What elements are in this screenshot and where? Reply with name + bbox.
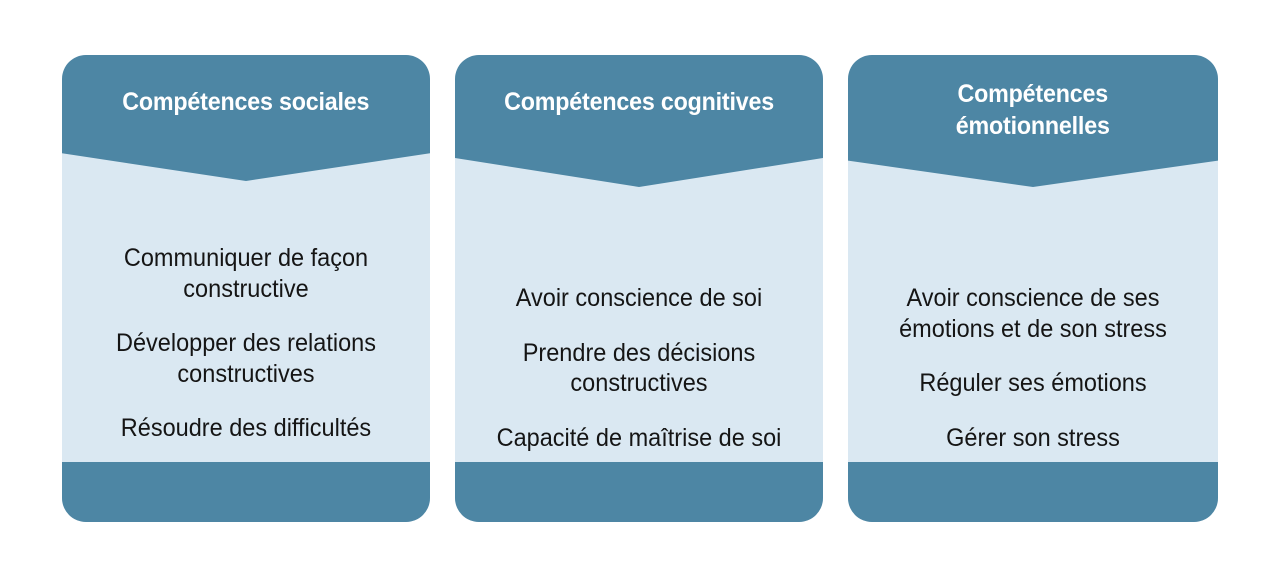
card-competences-sociales: Compétences sociales Communiquer de faço… (62, 55, 430, 522)
card-header-competences-sociales: Compétences sociales (62, 55, 430, 181)
list-item: Résoudre des difficultés (120, 414, 372, 442)
card-footer-competences-cognitives (455, 462, 823, 522)
list-item: Réguler ses émotions (919, 369, 1147, 397)
list-item: Prendre des décisions constructives (522, 338, 756, 398)
card-footer-competences-emotionnelles (848, 462, 1218, 522)
list-item: Avoir conscience de soi (515, 284, 763, 312)
card-body-competences-emotionnelles: Avoir conscience de ses émotions et de s… (848, 283, 1218, 453)
card-competences-cognitives: Compétences cognitives Avoir conscience … (455, 55, 823, 522)
card-footer-competences-sociales (62, 462, 430, 522)
card-header-competences-cognitives: Compétences cognitives (455, 55, 823, 187)
card-title-line-2: émotionnelles (956, 112, 1110, 140)
card-title-competences-sociales: Compétences sociales (122, 88, 370, 116)
card-competences-emotionnelles: Compétences émotionnelles Avoir conscienc… (848, 55, 1218, 522)
list-item: Avoir conscience de ses émotions et de s… (899, 284, 1167, 343)
card-title-line-1: Compétences (957, 80, 1109, 108)
card-title-competences-emotionnelles: Compétences émotionnelles (943, 78, 1123, 142)
list-item: Gérer son stress (946, 423, 1120, 452)
list-item: Communiquer de façon constructive (123, 244, 369, 303)
list-item: Développer des relations constructives (116, 329, 376, 388)
list-item: Capacité de maîtrise de soi (496, 423, 782, 452)
card-header-competences-emotionnelles: Compétences émotionnelles (848, 55, 1218, 187)
card-title-competences-cognitives: Compétences cognitives (504, 88, 774, 116)
card-body-competences-sociales: Communiquer de façon constructive Dévelo… (62, 243, 430, 444)
card-body-competences-cognitives: Avoir conscience de soi Prendre des déci… (455, 283, 823, 453)
